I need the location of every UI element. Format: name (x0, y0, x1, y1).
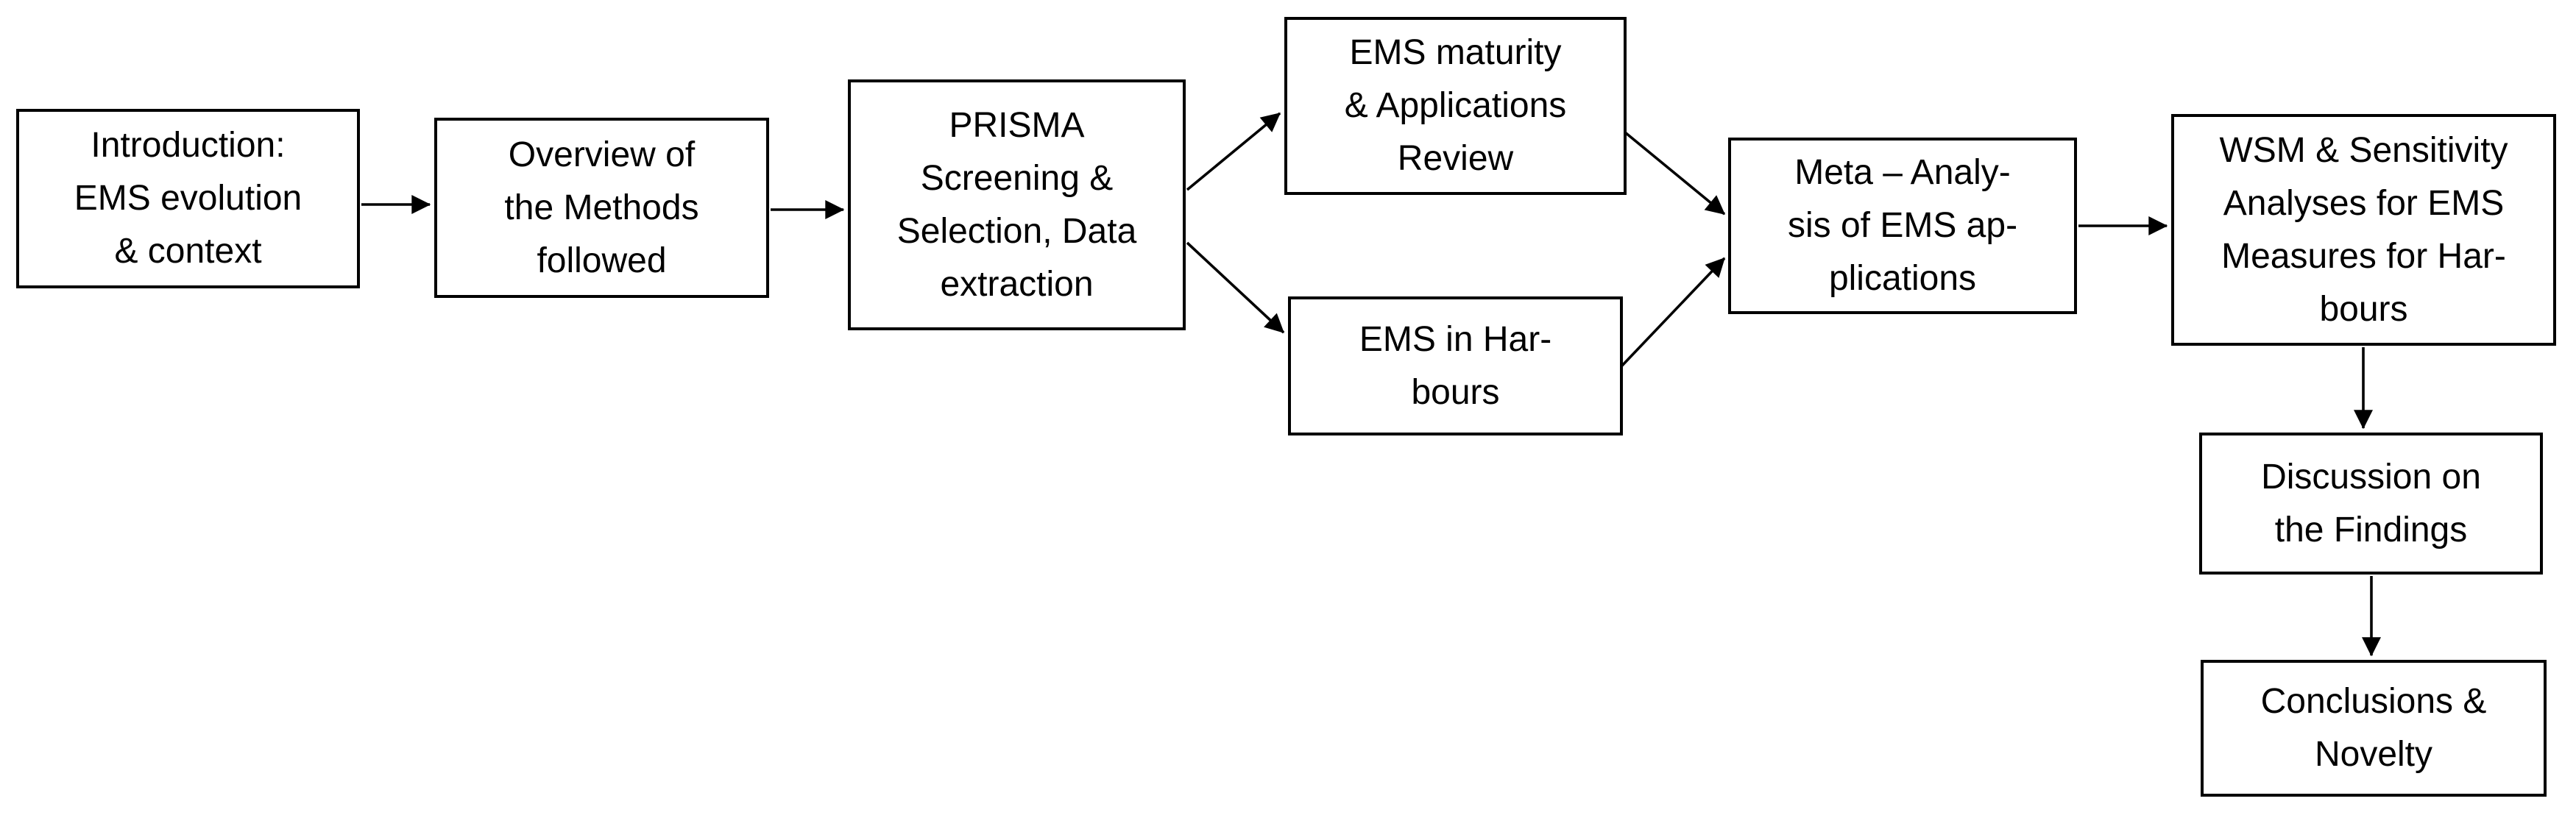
flow-box-label: Introduction: EMS evolution & context (74, 126, 302, 271)
flow-box-label: Meta – Analy- sis of EMS ap- plications (1787, 153, 2018, 298)
arrow-maturity-to-meta (1624, 131, 1726, 216)
arrow-prisma-to-maturity (1186, 112, 1281, 191)
flow-box-label: Conclusions & Novelty (2260, 682, 2487, 774)
arrow-prisma-to-harbours (1186, 241, 1285, 334)
arrow-harbours-to-meta (1620, 257, 1726, 368)
flow-box-label: WSM & Sensitivity Analyses for EMS Measu… (2219, 130, 2508, 329)
flow-box-discussion: Discussion on the Findings (2199, 433, 2543, 575)
flow-box-label: Overview of the Methods followed (504, 135, 699, 280)
flow-box-methods-overview: Overview of the Methods followed (434, 118, 769, 298)
flow-box-ems-maturity-review: EMS maturity & Applications Review (1284, 17, 1627, 195)
flow-box-label: EMS maturity & Applications Review (1344, 33, 1567, 178)
flow-box-ems-in-harbours: EMS in Har- bours (1288, 296, 1623, 435)
flow-box-conclusions: Conclusions & Novelty (2201, 660, 2547, 797)
flow-box-meta-analysis: Meta – Analy- sis of EMS ap- plications (1728, 138, 2077, 314)
flow-box-label: EMS in Har- bours (1359, 319, 1552, 412)
flow-box-label: Discussion on the Findings (2261, 457, 2481, 550)
flow-box-introduction: Introduction: EMS evolution & context (16, 109, 360, 288)
flow-box-wsm-sensitivity: WSM & Sensitivity Analyses for EMS Measu… (2171, 114, 2556, 346)
flow-box-label: PRISMA Screening & Selection, Data extra… (896, 105, 1137, 304)
flow-box-prisma-screening: PRISMA Screening & Selection, Data extra… (848, 79, 1186, 330)
